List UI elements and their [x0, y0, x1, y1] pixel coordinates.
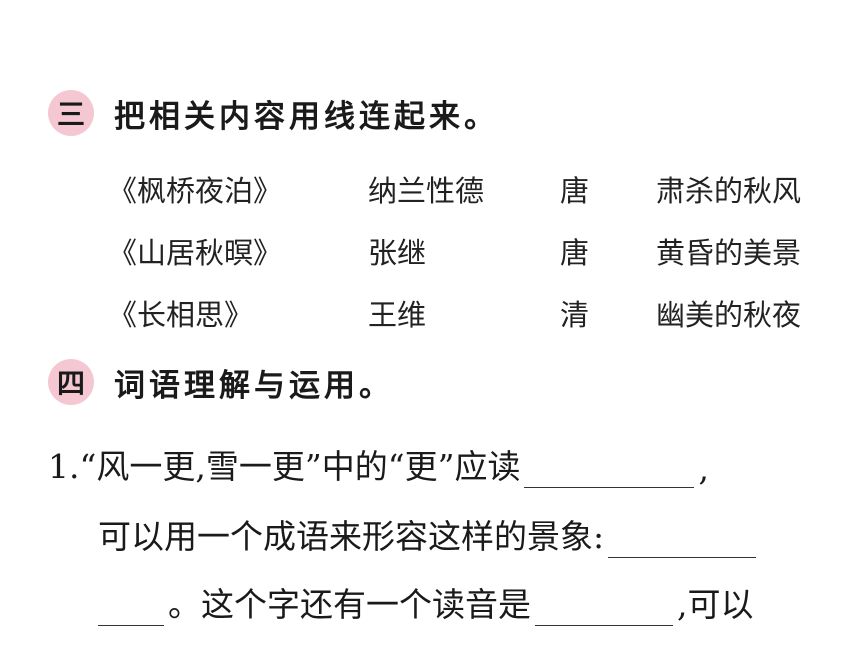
answer-blank-other-pronunciation[interactable] — [535, 591, 673, 626]
question-1-punctuation: , — [698, 449, 709, 488]
matching-row: 《长相思》 王维 清 幽美的秋夜 — [0, 284, 860, 346]
section-4-number-badge: 四 — [48, 359, 94, 405]
section-3-header: 三 把相关内容用线连起来。 — [48, 88, 499, 138]
question-1-line-3: 。这个字还有一个读音是 ,可以 — [98, 578, 754, 626]
question-1-text: 可以用一个成语来形容这样的景象: — [98, 517, 605, 556]
dynasty[interactable]: 唐 — [560, 174, 590, 208]
poem-title[interactable]: 《长相思》 — [108, 298, 254, 332]
poet-name[interactable]: 王维 — [368, 298, 427, 332]
question-1-line-1: 1.“风一更,雪一更”中的“更”应读 , — [48, 440, 709, 488]
poet-name[interactable]: 张继 — [368, 236, 427, 270]
matching-table: 《枫桥夜泊》 纳兰性德 唐 肃杀的秋风 《山居秋暝》 张继 唐 黄昏的美景 《长… — [0, 160, 860, 346]
answer-blank-idiom[interactable] — [608, 523, 757, 558]
matching-row: 《山居秋暝》 张继 唐 黄昏的美景 — [0, 222, 860, 284]
question-1-text: 1.“风一更,雪一更”中的“更”应读 — [48, 447, 521, 486]
section-3-number-badge: 三 — [48, 90, 94, 136]
section-4-header: 四 词语理解与运用。 — [48, 357, 394, 407]
section-4-title: 词语理解与运用。 — [114, 367, 394, 404]
matching-row: 《枫桥夜泊》 纳兰性德 唐 肃杀的秋风 — [0, 160, 860, 222]
answer-blank-idiom-continued[interactable] — [98, 591, 164, 626]
scene-description[interactable]: 幽美的秋夜 — [656, 298, 802, 332]
scene-description[interactable]: 肃杀的秋风 — [656, 174, 802, 208]
question-1-text: 。这个字还有一个读音是 — [168, 585, 531, 624]
question-1-text-end: ,可以 — [677, 585, 754, 624]
poem-title[interactable]: 《枫桥夜泊》 — [108, 174, 283, 208]
answer-blank-pronunciation[interactable] — [524, 453, 695, 488]
scene-description[interactable]: 黄昏的美景 — [656, 236, 802, 270]
dynasty[interactable]: 唐 — [560, 236, 590, 270]
dynasty[interactable]: 清 — [560, 298, 590, 332]
section-3-title: 把相关内容用线连起来。 — [114, 98, 499, 135]
poem-title[interactable]: 《山居秋暝》 — [108, 236, 283, 270]
question-1-line-2: 可以用一个成语来形容这样的景象: — [98, 510, 760, 558]
poet-name[interactable]: 纳兰性德 — [368, 174, 485, 208]
